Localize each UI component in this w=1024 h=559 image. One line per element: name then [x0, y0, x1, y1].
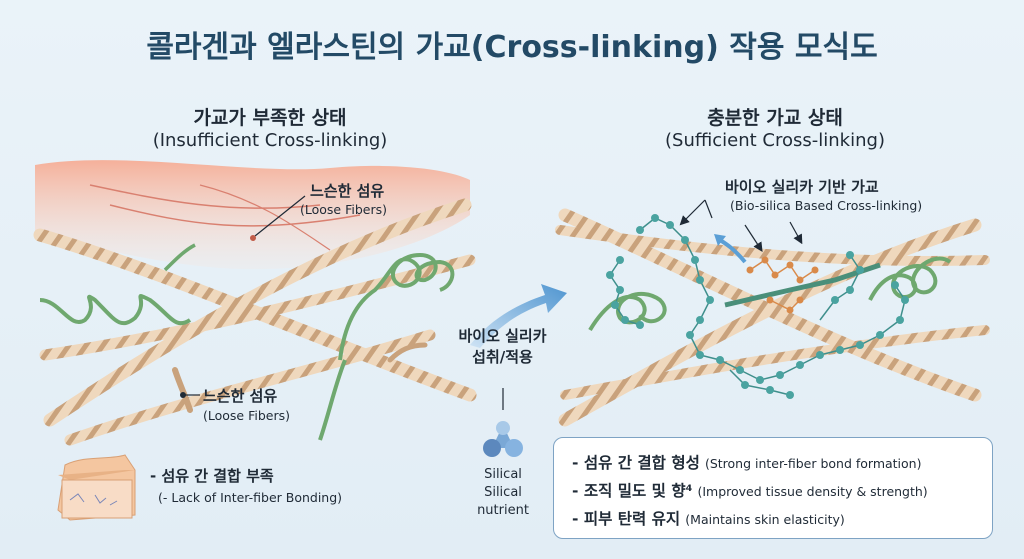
nutrient-label-line1: Silical [484, 467, 522, 482]
collagen-fiber [64, 329, 436, 446]
benefits-box: - 섬유 간 결합 형성 (Strong inter-fiber bond fo… [553, 437, 993, 539]
left-panel-title: 가교가 부족한 상태 [193, 107, 347, 129]
silica-bridge-nodes [746, 256, 819, 314]
crosslink-label: 바이오 실리카 기반 가교 [725, 178, 879, 196]
application-label-line1: 바이오 실리카 [458, 327, 547, 345]
right-panel-graphics [555, 199, 990, 427]
elastin-fiber [338, 252, 455, 361]
middle-graphics [470, 284, 567, 457]
benefit-ko: - 피부 탄력 유지 [572, 510, 681, 528]
silica-nutrient-icon [483, 421, 523, 457]
elastin-fiber [868, 256, 952, 301]
application-label-line2: 섭취/적용 [472, 348, 533, 366]
benefit-item: - 피부 탄력 유지 (Maintains skin elasticity) [572, 507, 845, 529]
elastin-fiber [588, 292, 667, 332]
loose-fibers-label-top: 느슨한 섬유 [310, 182, 385, 200]
benefit-en: (Maintains skin elasticity) [685, 512, 845, 527]
application-arrow [470, 284, 567, 348]
left-panel-subtitle: (Insufficient Cross-linking) [152, 130, 388, 151]
benefit-item: - 섬유 간 결합 형성 (Strong inter-fiber bond fo… [572, 451, 921, 473]
bonding-lack-label: - 섬유 간 결합 부족 [150, 467, 274, 485]
benefit-ko: - 조직 밀도 및 향⁴ [572, 482, 693, 500]
benefit-item: - 조직 밀도 및 향⁴ (Improved tissue density & … [572, 479, 928, 501]
crosslink-nodes [606, 214, 909, 399]
loose-fibers-caption-bottom: (Loose Fibers) [203, 408, 290, 423]
elastin-fiber [39, 294, 192, 326]
collagen-fiber [560, 325, 990, 400]
benefit-en: (Strong inter-fiber bond formation) [704, 456, 922, 471]
loose-fibers-caption-top: (Loose Fibers) [300, 202, 387, 217]
benefit-ko: - 섬유 간 결합 형성 [572, 454, 700, 472]
collagen-fiber [558, 218, 982, 427]
right-panel-title: 충분한 가교 상태 [707, 107, 843, 129]
loose-fibers-label-bottom: 느슨한 섬유 [203, 387, 278, 405]
crosslink-caption: (Bio-silica Based Cross-linking) [730, 198, 923, 213]
benefit-en: (Improved tissue density & strength) [697, 484, 928, 499]
bonding-lack-caption: (- Lack of Inter-fiber Bonding) [158, 490, 343, 505]
skin-block-icon [57, 454, 136, 521]
page-title: 콜라겐과 엘라스틴의 가교(Cross-linking) 작용 모식도 [146, 30, 878, 65]
collagen-fiber [43, 198, 472, 427]
right-panel-subtitle: (Sufficient Cross-linking) [665, 130, 885, 151]
left-panel-graphics [33, 160, 477, 521]
nutrient-label-line2: Silical [484, 485, 522, 500]
collagen-fiber [39, 254, 476, 361]
nutrient-label-line3: nutrient [477, 503, 529, 518]
